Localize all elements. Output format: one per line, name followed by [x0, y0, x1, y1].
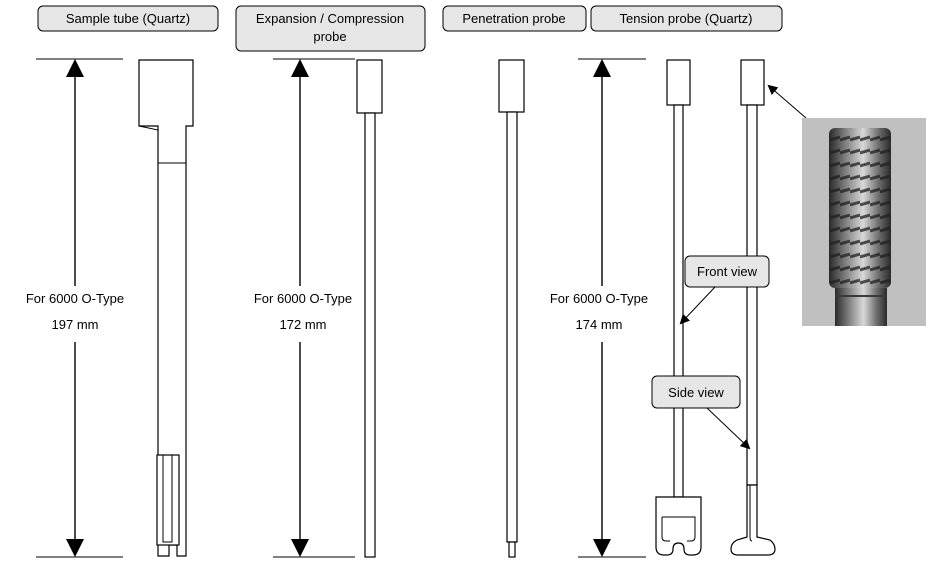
svg-text:Front view: Front view [697, 264, 758, 279]
front-view-clamp-inner [661, 516, 696, 542]
svg-text:Side view: Side view [668, 385, 724, 400]
threaded-tip-photo [802, 118, 926, 326]
expansion-probe-shape [356, 59, 383, 558]
expansion-probe-type: For 6000 O-Type [254, 291, 352, 306]
tension-probe-front-view [655, 59, 702, 556]
sample-tube-window [156, 454, 180, 546]
sample-tube-dimension: For 6000 O-Type 197 mm [26, 58, 124, 558]
sample-tube-slot [162, 455, 173, 543]
tension-probe-side-view [730, 59, 776, 556]
penetration-probe-shape [498, 59, 525, 558]
header-tension-probe: Tension probe (Quartz) [590, 5, 783, 32]
svg-text:probe: probe [313, 29, 346, 44]
front-view-pointer [679, 286, 716, 325]
expansion-probe-length: 172 mm [280, 317, 327, 332]
front-view-callout: Front view [679, 255, 770, 325]
tension-probe-length: 174 mm [576, 317, 623, 332]
svg-text:Tension probe (Quartz): Tension probe (Quartz) [620, 11, 753, 26]
svg-text:Sample tube (Quartz): Sample tube (Quartz) [66, 11, 190, 26]
photo-pointer [767, 84, 807, 119]
header-penetration-probe: Penetration probe [442, 5, 587, 32]
svg-text:Penetration probe: Penetration probe [462, 11, 565, 26]
arrowhead-up [66, 59, 84, 77]
tension-probe-type: For 6000 O-Type [550, 291, 648, 306]
front-view-clamp [655, 496, 702, 556]
svg-text:Expansion / Compression: Expansion / Compression [256, 11, 404, 26]
header-expansion-compression-probe: Expansion / Compression probe [235, 5, 426, 52]
sample-tube-length: 197 mm [52, 317, 99, 332]
tension-probe-dimension: For 6000 O-Type 174 mm [550, 58, 648, 558]
header-sample-tube: Sample tube (Quartz) [37, 5, 219, 32]
side-view-pointer [706, 407, 751, 450]
sample-tube-shape [138, 59, 194, 557]
arrowhead-down [66, 539, 84, 557]
sample-tube-type: For 6000 O-Type [26, 291, 124, 306]
expansion-probe-dimension: For 6000 O-Type 172 mm [254, 58, 355, 558]
side-view-callout: Side view [651, 375, 751, 450]
side-view-clamp [730, 484, 776, 556]
